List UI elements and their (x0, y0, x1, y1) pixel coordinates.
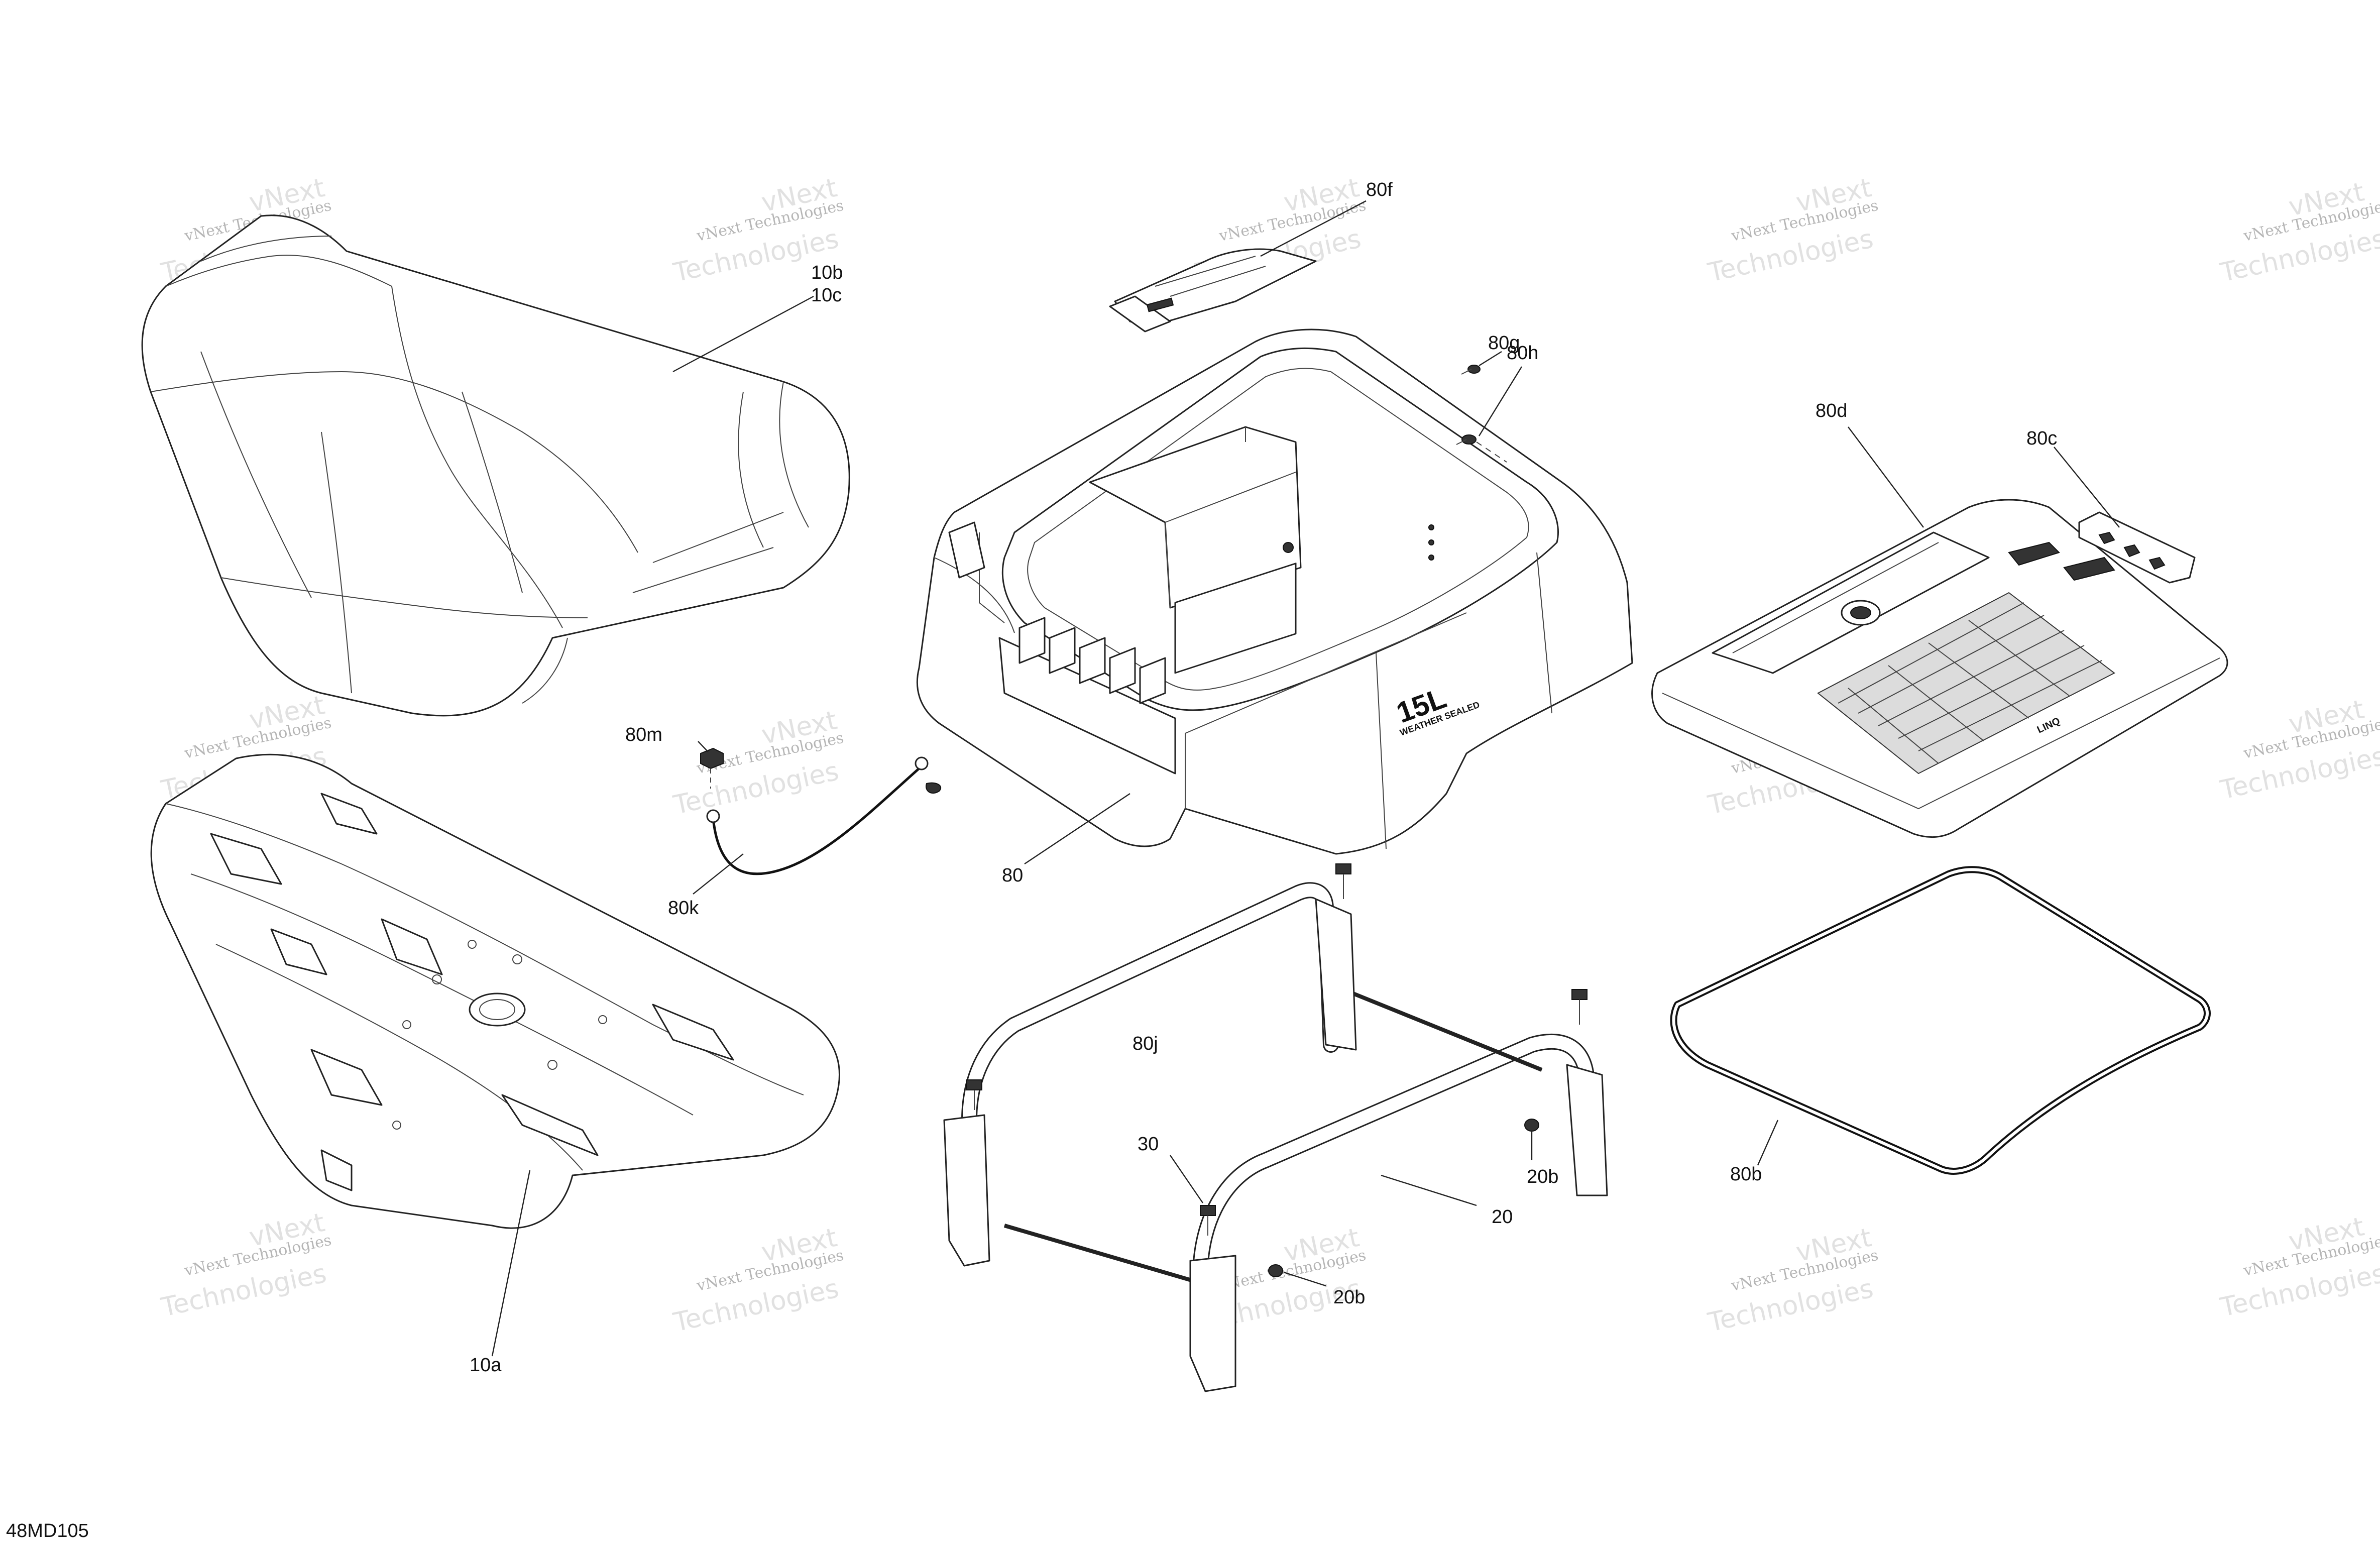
box-lid-latch (1109, 248, 1317, 333)
callout-80k: 80k (668, 898, 699, 919)
frame-bolt (1335, 863, 1351, 899)
callout-10a: 10a (470, 1355, 502, 1376)
screw-80h (1456, 434, 1507, 463)
screw-80g (1461, 365, 1481, 375)
callout-labels: 10b 10c 10a 80 80f 80g 80h 80d 80c 80b 8… (6, 179, 2057, 1541)
decal (1174, 563, 1297, 674)
bolt-30 (1200, 1205, 1216, 1236)
callout-20b-right: 20b (1527, 1166, 1558, 1187)
frame-nut-bottom (1268, 1264, 1283, 1277)
callout-80m: 80m (625, 724, 662, 745)
callout-10c: 10c (811, 285, 842, 306)
box-lid: LINQ (1651, 499, 2228, 838)
frame-nut-right (1524, 1119, 1539, 1132)
leader-lines (491, 200, 2120, 1357)
callout-80b: 80b (1730, 1164, 1762, 1185)
frame-bolt (1571, 989, 1588, 1025)
callout-20: 20 (1492, 1206, 1513, 1228)
frame-bolt (966, 1079, 982, 1110)
callout-80c: 80c (2026, 428, 2057, 449)
callout-80d: 80d (1816, 400, 1847, 421)
callout-30: 30 (1138, 1134, 1159, 1155)
lid-latch (2078, 511, 2196, 584)
callout-80j: 80j (1132, 1033, 1158, 1054)
tether-cable (706, 756, 942, 875)
seat-base (150, 753, 840, 1229)
callout-80h: 80h (1507, 343, 1538, 364)
lid-seal (1670, 866, 2211, 1175)
callout-80g: 80g (1488, 333, 1520, 354)
diagram-id: 48MD105 (6, 1520, 89, 1541)
seat-cushion (141, 214, 850, 717)
cable-nut (700, 747, 724, 789)
callout-20b-bottom: 20b (1333, 1287, 1365, 1308)
lid-grid-pattern (1838, 602, 2102, 764)
callout-10b: 10b (811, 262, 843, 283)
callout-80: 80 (1002, 865, 1023, 886)
callout-80f: 80f (1366, 179, 1393, 200)
